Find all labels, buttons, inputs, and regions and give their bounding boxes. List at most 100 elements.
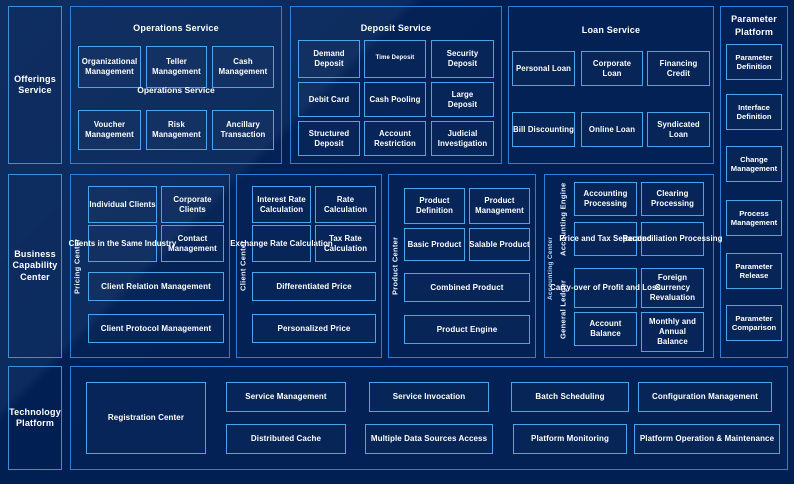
cell-corporate-clients[interactable]: Corporate Clients bbox=[161, 186, 224, 223]
cell-syndicated-loan[interactable]: Syndicated Loan bbox=[647, 112, 710, 147]
cell-product-management[interactable]: Product Management bbox=[469, 188, 530, 224]
cell-label: Accounting Processing bbox=[583, 189, 628, 208]
group-product-center-label: Product Center bbox=[390, 236, 400, 296]
cell-label: Personal Loan bbox=[515, 63, 572, 73]
cell-accounting-processing[interactable]: Accounting Processing bbox=[574, 182, 637, 216]
cell-label: Service Invocation bbox=[392, 392, 466, 401]
group-technology-platform bbox=[70, 366, 788, 470]
cell-label: Teller Management bbox=[152, 57, 201, 76]
cell-label: Change Management bbox=[730, 154, 778, 173]
cell-financing-credit[interactable]: Financing Credit bbox=[647, 51, 710, 86]
cell-platform-operation-maintenance[interactable]: Platform Operation & Maintenance bbox=[634, 424, 780, 454]
rail-offerings-service-label: Offerings Service bbox=[14, 73, 56, 95]
cell-risk-management[interactable]: Risk Management bbox=[146, 110, 207, 150]
cell-organizational-management[interactable]: Organizational Management bbox=[78, 46, 141, 88]
group-client-center bbox=[236, 174, 382, 358]
cell-product-definition[interactable]: Product Definition bbox=[404, 188, 465, 224]
cell-corporate-loan[interactable]: Corporate Loan bbox=[581, 51, 643, 86]
cell-interest-rate-calculation[interactable]: Interest Rate Calculation bbox=[252, 186, 311, 223]
cell-change-management[interactable]: Change Management bbox=[726, 146, 782, 182]
cell-label: Interest Rate Calculation bbox=[257, 194, 306, 214]
cell-carry-over-of-profit-and-loss[interactable]: Carry-over of Profit and Loss bbox=[550, 268, 661, 308]
cell-platform-monitoring[interactable]: Platform Monitoring bbox=[513, 424, 627, 454]
cell-label: Cash Pooling bbox=[369, 94, 421, 104]
cell-ancillary-transaction[interactable]: Ancillary Transaction bbox=[212, 110, 274, 150]
cell-teller-management[interactable]: Teller Management bbox=[146, 46, 207, 88]
cell-label: Platform Monitoring bbox=[531, 434, 609, 443]
cell-cash-management[interactable]: Cash Management bbox=[212, 46, 274, 88]
cell-large-deposit[interactable]: Large Deposit bbox=[431, 82, 494, 117]
cell-batch-scheduling[interactable]: Batch Scheduling bbox=[511, 382, 629, 412]
cell-clients-in-the-same-industry[interactable]: Clients in the Same Industry bbox=[69, 225, 176, 262]
cell-label: Clients in the Same Industry bbox=[68, 238, 177, 248]
cell-individual-clients[interactable]: Individual Clients bbox=[88, 186, 157, 223]
cell-price-and-tax-separated[interactable]: Price and Tax Separated bbox=[559, 222, 652, 256]
cell-debit-card[interactable]: Debit Card bbox=[298, 82, 360, 117]
cell-demand-deposit[interactable]: Demand Deposit bbox=[298, 40, 360, 78]
cell-client-relation-management[interactable]: Client Relation Management bbox=[88, 272, 224, 301]
cell-time-deposit[interactable]: Time Deposit bbox=[364, 40, 426, 78]
cell-label: Rate Calculation bbox=[323, 194, 368, 214]
group-pricing-center bbox=[70, 174, 230, 358]
cell-label: Ancillary Transaction bbox=[220, 120, 266, 139]
subgroup-accounting-engine-label: Accounting Engine bbox=[558, 182, 568, 256]
cell-product-engine[interactable]: Product Engine bbox=[404, 315, 530, 344]
cell-contact-management[interactable]: Contact Management bbox=[161, 225, 224, 262]
cell-exchange-rate-calculation[interactable]: Exchange Rate Calculation bbox=[230, 225, 333, 262]
cell-label: Debit Card bbox=[308, 94, 350, 104]
cell-reconciliation-processing[interactable]: Reconciliation Processing bbox=[623, 222, 722, 256]
cell-clearing-processing[interactable]: Clearing Processing bbox=[641, 182, 704, 216]
cell-account-balance[interactable]: Account Balance bbox=[574, 312, 637, 346]
cell-label: Organizational Management bbox=[81, 57, 138, 76]
cell-structured-deposit[interactable]: Structured Deposit bbox=[298, 121, 360, 156]
cell-label: Differentiated Price bbox=[276, 281, 352, 291]
cell-differentiated-price[interactable]: Differentiated Price bbox=[252, 272, 376, 301]
cell-label: Process Management bbox=[730, 208, 778, 227]
group-parameter-platform bbox=[720, 6, 788, 358]
cell-label: Price and Tax Separated bbox=[559, 234, 652, 244]
cell-process-management[interactable]: Process Management bbox=[726, 200, 782, 236]
cell-monthly-and-annual-balance[interactable]: Monthly and Annual Balance bbox=[641, 312, 704, 352]
cell-salable-product[interactable]: Salable Product bbox=[469, 228, 530, 261]
cell-client-protocol-management[interactable]: Client Protocol Management bbox=[88, 314, 224, 343]
cell-label: Contact Management bbox=[168, 233, 217, 253]
cell-online-loan[interactable]: Online Loan bbox=[581, 112, 643, 147]
cell-label: Salable Product bbox=[469, 239, 530, 249]
cell-basic-product[interactable]: Basic Product bbox=[404, 228, 465, 261]
cell-combined-product[interactable]: Combined Product bbox=[404, 273, 530, 302]
group-operations-service: Operations Service bbox=[70, 6, 282, 164]
cell-registration-center[interactable]: Registration Center bbox=[86, 382, 206, 454]
cell-label: Voucher Management bbox=[85, 120, 134, 139]
subgroup-general-ledger-label: General Ledger bbox=[558, 279, 568, 339]
cell-parameter-definition[interactable]: Parameter Definition bbox=[726, 44, 782, 80]
cell-voucher-management[interactable]: Voucher Management bbox=[78, 110, 141, 150]
cell-interface-definition[interactable]: Interface Definition bbox=[726, 94, 782, 130]
cell-label: Security Deposit bbox=[446, 49, 479, 68]
cell-label: Monthly and Annual Balance bbox=[648, 317, 696, 346]
cell-label: Parameter Release bbox=[735, 261, 773, 280]
cell-parameter-release[interactable]: Parameter Release bbox=[726, 253, 782, 289]
rail-business-capability-center-label: Business Capability Center bbox=[12, 249, 58, 282]
cell-rate-calculation[interactable]: Rate Calculation bbox=[315, 186, 376, 223]
cell-judicial-investigation[interactable]: Judicial Investigation bbox=[431, 121, 494, 156]
cell-service-management[interactable]: Service Management bbox=[226, 382, 346, 412]
cell-personal-loan[interactable]: Personal Loan bbox=[512, 51, 575, 86]
cell-foreign-currency-revaluation[interactable]: Foreign Currency Revaluation bbox=[641, 268, 704, 308]
cell-label: Batch Scheduling bbox=[535, 392, 605, 401]
cell-multiple-data-sources-access[interactable]: Multiple Data Sources Access bbox=[365, 424, 493, 454]
cell-label: Account Balance bbox=[589, 319, 622, 338]
cell-parameter-comparison[interactable]: Parameter Comparison bbox=[726, 305, 782, 341]
cell-account-restriction[interactable]: Account Restriction bbox=[364, 121, 426, 156]
group-operations-service-title: Operations Service bbox=[133, 23, 219, 33]
cell-cash-pooling[interactable]: Cash Pooling bbox=[364, 82, 426, 117]
cell-configuration-management[interactable]: Configuration Management bbox=[638, 382, 772, 412]
group-accounting-center bbox=[544, 174, 714, 358]
cell-label: Corporate Clients bbox=[173, 194, 212, 214]
cell-distributed-cache[interactable]: Distributed Cache bbox=[226, 424, 346, 454]
cell-personalized-price[interactable]: Personalized Price bbox=[252, 314, 376, 343]
cell-security-deposit[interactable]: Security Deposit bbox=[431, 40, 494, 78]
cell-service-invocation[interactable]: Service Invocation bbox=[369, 382, 489, 412]
cell-bill-discounting[interactable]: Bill Discounting bbox=[512, 112, 575, 147]
parameter-platform-title-line2: Platform bbox=[734, 27, 774, 37]
cell-tax-rate-calculation[interactable]: Tax Rate Calculation bbox=[315, 225, 376, 262]
